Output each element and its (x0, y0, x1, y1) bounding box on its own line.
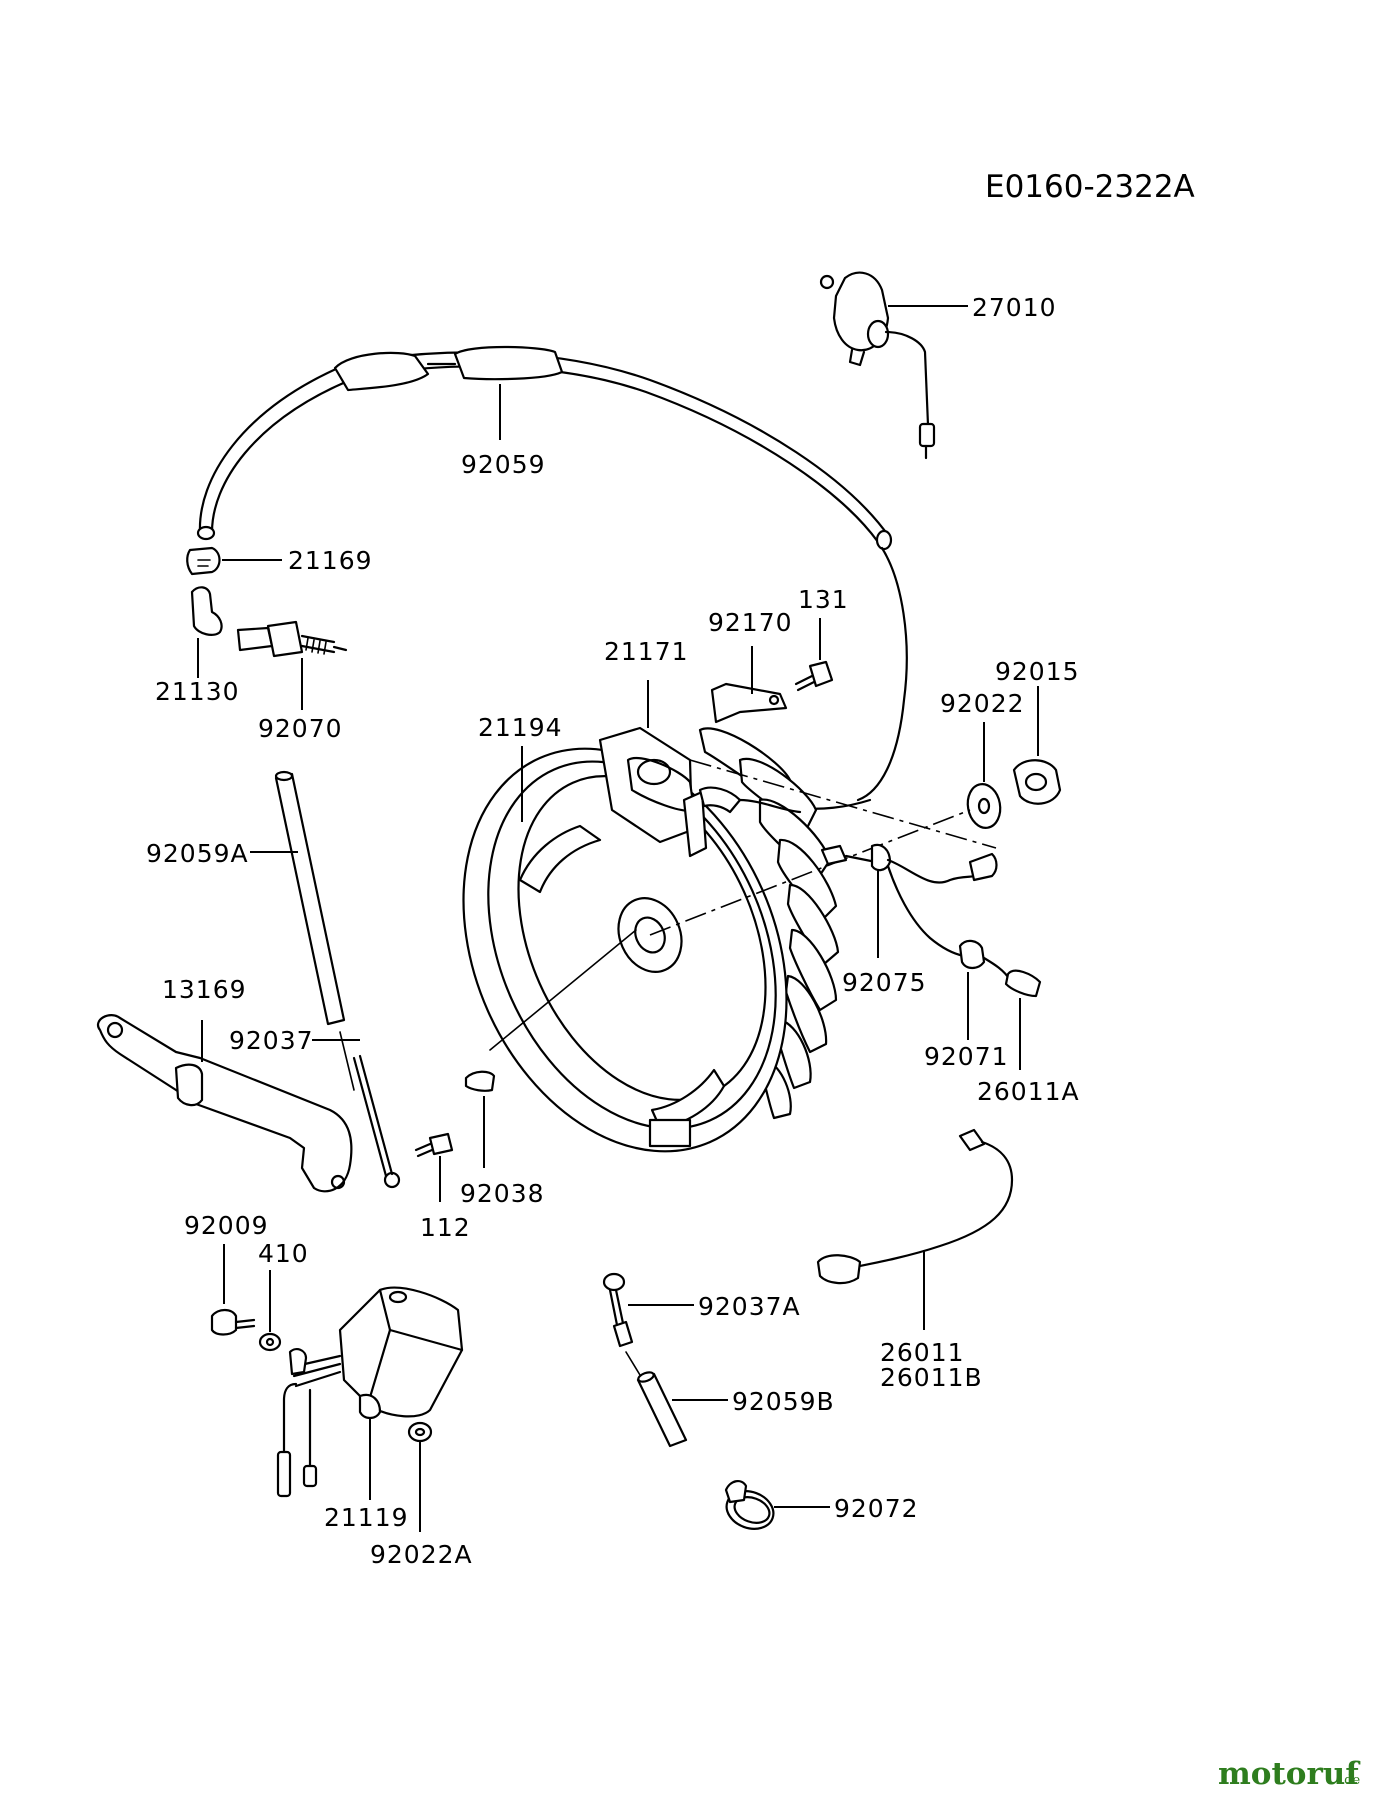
part-92038-key (464, 1070, 496, 1168)
part-92009-screw (210, 1244, 256, 1336)
part-92015-nut (1012, 686, 1062, 805)
part-92059A-tube (250, 770, 355, 1091)
label-131: 131 (798, 585, 849, 614)
part-92170-clamp (710, 646, 788, 724)
label-26011: 26011 (880, 1338, 965, 1367)
part-26011A-connector (982, 956, 1042, 1070)
label-92075: 92075 (842, 968, 927, 997)
part-92075-wire (820, 843, 998, 958)
part-26011-lead (816, 1128, 1014, 1330)
part-92070-spark-plug (236, 620, 348, 710)
watermark-tld: .de (1340, 1773, 1360, 1788)
part-92059-lead (196, 345, 908, 810)
part-112-bolt (414, 1132, 454, 1202)
label-27010: 27010 (972, 293, 1057, 322)
part-21119-module (276, 1286, 464, 1500)
label-92070: 92070 (258, 714, 343, 743)
label-92022: 92022 (940, 689, 1025, 718)
label-92037A: 92037A (698, 1292, 801, 1321)
part-21130-plug-cap (190, 586, 223, 678)
label-92059: 92059 (461, 450, 546, 479)
label-26011B: 26011B (880, 1363, 983, 1392)
label-92015: 92015 (995, 657, 1080, 686)
label-21169: 21169 (288, 546, 373, 575)
part-92037-pin (312, 1039, 401, 1189)
part-92071-grommet (958, 939, 986, 1040)
label-112: 112 (420, 1213, 471, 1242)
part-92059B-sleeve (636, 1371, 728, 1448)
label-21171: 21171 (604, 637, 689, 666)
part-410-washer (258, 1270, 282, 1352)
label-92009: 92009 (184, 1211, 269, 1240)
part-92022-washer (966, 722, 1002, 829)
label-92170: 92170 (708, 608, 793, 637)
label-26011A: 26011A (977, 1077, 1080, 1106)
part-13169-bracket (97, 1014, 353, 1193)
label-92037: 92037 (229, 1026, 314, 1055)
label-21130: 21130 (155, 677, 240, 706)
label-92071: 92071 (924, 1042, 1009, 1071)
part-131-bolt (794, 618, 834, 692)
label-92038: 92038 (460, 1179, 545, 1208)
label-92059B: 92059B (732, 1387, 835, 1416)
label-13169: 13169 (162, 975, 247, 1004)
part-92072-clamp (724, 1480, 830, 1530)
label-21119: 21119 (324, 1503, 409, 1532)
part-27010-switch (819, 271, 968, 460)
diagram-code: E0160-2322A (985, 169, 1195, 205)
label-410: 410 (258, 1239, 309, 1268)
part-92022A-washer (407, 1421, 433, 1532)
part-21171-coil (598, 680, 802, 858)
watermark: motoruf .de (1218, 1756, 1360, 1792)
part-21169-cap (186, 546, 282, 576)
label-92072: 92072 (834, 1494, 919, 1523)
label-92059A: 92059A (146, 839, 249, 868)
watermark-brand: motoruf (1218, 1756, 1360, 1792)
label-21194: 21194 (478, 713, 563, 742)
part-92037A-pin (602, 1272, 694, 1376)
label-92022A: 92022A (370, 1540, 473, 1569)
